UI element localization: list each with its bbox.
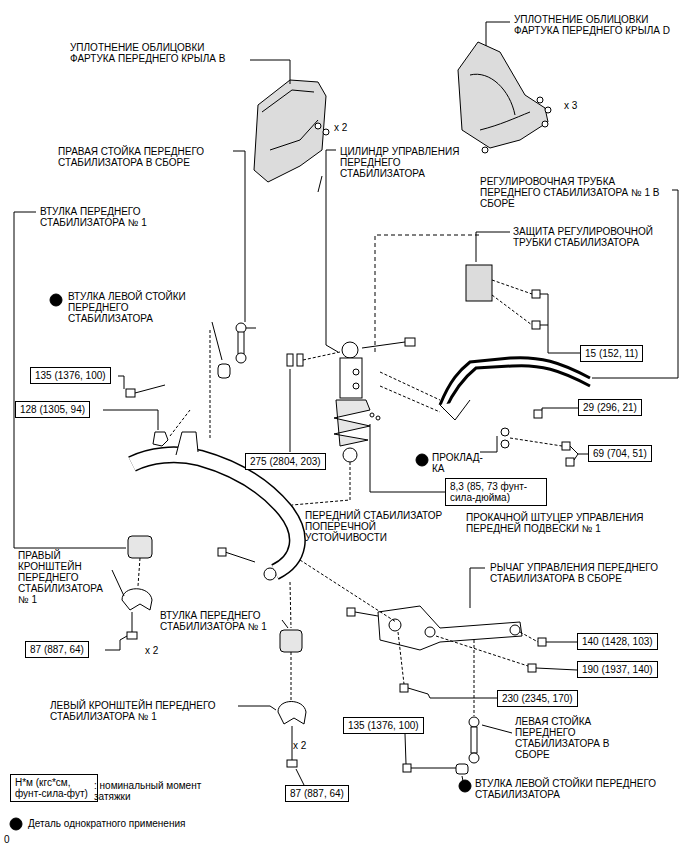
torque-value: 275 (2804, 203) [250, 456, 321, 467]
torque-value: 190 (1937, 140) [582, 664, 653, 675]
part-name: ЛЕВЫЙ КРОНШТЕЙН ПЕРЕДНЕГО СТАБИЛИЗАТОРА … [50, 700, 235, 722]
quantity-mark: x 3 [564, 100, 577, 111]
torque-box: 135 (1376, 100) [30, 367, 111, 384]
torque-box: 190 (1937, 140) [577, 661, 658, 678]
torque-value: 15 (152, 11) [585, 348, 638, 359]
torque-box: 87 (887, 64) [25, 641, 89, 658]
torque-value: 69 (704, 51) [593, 448, 647, 459]
part-name: ВТУЛКА ЛЕВОЙ СТОЙКИ ПЕРЕДНЕГО СТАБИЛИЗАТ… [68, 291, 208, 324]
torque-box: 69 (704, 51) [588, 445, 652, 462]
legend-text: : номинальный момент затяжки [94, 780, 204, 802]
part-name: ПРОКАЧНОЙ ШТУЦЕР УПРАВЛЕНИЯ ПЕРЕДНЕЙ ПОД… [466, 512, 682, 534]
part-name: РЕГУЛИРОВОЧНАЯ ТРУБКА ПЕРЕДНЕГО СТАБИЛИЗ… [480, 176, 672, 209]
part-name: ПРОКЛАД- КА [432, 452, 492, 474]
part-name: ПРАВЫЙ КРОНШТЕЙН ПЕРЕДНЕГО СТАБИЛИЗАТОРА… [18, 550, 110, 605]
part-name: ВТУЛКА ПЕРЕДНЕГО СТАБИЛИЗАТОРА № 1 [40, 206, 205, 228]
torque-box: 8,3 (85, 73 фунт-сила-дюйма) [445, 478, 547, 506]
torque-value: 8,3 (85, 73 фунт-сила-дюйма) [450, 481, 542, 503]
part-name: РЫЧАГ УПРАВЛЕНИЯ ПЕРЕДНЕГО СТАБИЛИЗАТОРА… [490, 562, 682, 584]
torque-value: Н*м (кгс*см, фунт-сила-фут) [15, 777, 93, 799]
torque-value: 140 (1428, 103) [582, 636, 653, 647]
torque-value: 128 (1305, 94) [20, 404, 85, 415]
torque-box: 135 (1376, 100) [343, 717, 424, 734]
part-name: ЦИЛИНДР УПРАВЛЕНИЯ ПЕРЕДНЕГО СТАБИЛИЗАТО… [340, 146, 470, 179]
torque-value: 29 (296, 21) [583, 402, 637, 413]
part-name: ЛЕВАЯ СТОЙКА ПЕРЕДНЕГО СТАБИЛИЗАТОРА В С… [515, 716, 640, 760]
legend-unit-box: Н*м (кгс*см, фунт-сила-фут) [10, 774, 98, 802]
torque-box: 128 (1305, 94) [15, 401, 90, 418]
part-name: ПЕРЕДНИЙ СТАБИЛИЗАТОР ПОПЕРЕЧНОЙ УСТОЙЧИ… [305, 510, 455, 543]
part-name: ЗАЩИТА РЕГУЛИРОВОЧНОЙ ТРУБКИ СТАБИЛИЗАТО… [513, 226, 678, 248]
legend-text: Деталь однократного применения [28, 818, 288, 829]
torque-box: 140 (1428, 103) [577, 633, 658, 650]
torque-box: 230 (2345, 170) [497, 690, 578, 707]
torque-value: 230 (2345, 170) [502, 693, 573, 704]
torque-value: 87 (887, 64) [30, 644, 84, 655]
torque-value: 135 (1376, 100) [348, 720, 419, 731]
part-name: УПЛОТНЕНИЕ ОБЛИЦОВКИ ФАРТУКА ПЕРЕДНЕГО К… [70, 42, 248, 64]
part-name: 0 [4, 834, 10, 845]
quantity-mark: x 2 [334, 122, 347, 133]
quantity-mark: x 2 [293, 740, 306, 751]
part-name: УПЛОТНЕНИЕ ОБЛИЦОВКИ ФАРТУКА ПЕРЕДНЕГО К… [514, 14, 674, 36]
torque-box: 275 (2804, 203) [245, 453, 326, 470]
part-name: ВТУЛКА ПЕРЕДНЕГО СТАБИЛИЗАТОРА № 1 [160, 610, 282, 632]
torque-value: 87 (887, 64) [290, 788, 344, 799]
torque-box: 15 (152, 11) [580, 345, 643, 362]
torque-value: 135 (1376, 100) [35, 370, 106, 381]
quantity-mark: x 2 [145, 645, 158, 656]
torque-box: 29 (296, 21) [578, 399, 642, 416]
torque-box: 87 (887, 64) [285, 785, 349, 802]
part-name: ПРАВАЯ СТОЙКА ПЕРЕДНЕГО СТАБИЛИЗАТОРА В … [58, 146, 236, 168]
part-name: ВТУЛКА ЛЕВОЙ СТОЙКИ ПЕРЕДНЕГО СТАБИЛИЗАТ… [475, 778, 665, 800]
